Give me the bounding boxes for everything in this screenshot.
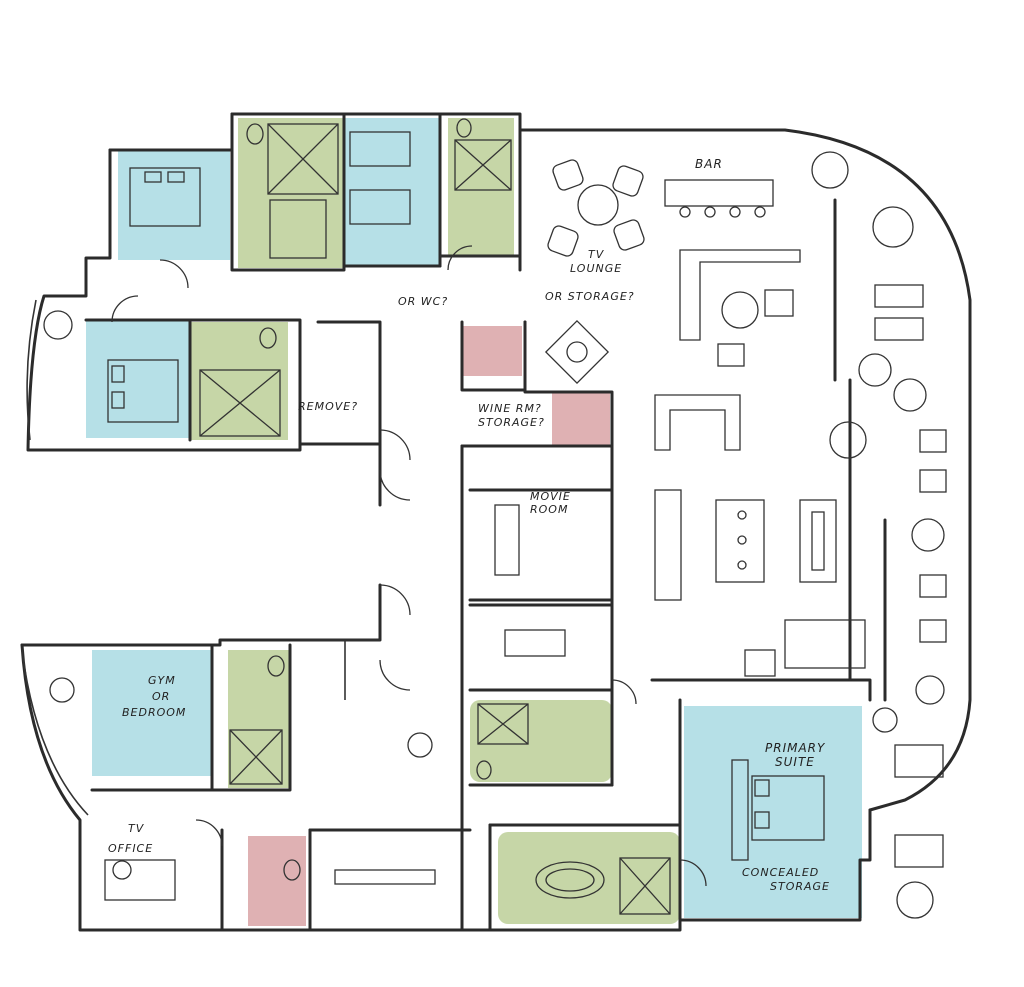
label-movie-room-line1: MOVIE xyxy=(530,490,571,503)
room-labels: BAR TV LOUNGE OR WC? OR STORAGE? REMOVE?… xyxy=(108,157,830,893)
living-sofa xyxy=(784,619,866,669)
label-or-wc: OR WC? xyxy=(398,295,448,308)
bath-gym-fill xyxy=(228,650,290,788)
label-wine-room-line2: STORAGE? xyxy=(478,416,545,429)
dining-table xyxy=(799,499,837,583)
gym-equipment xyxy=(407,732,433,758)
living-furniture xyxy=(104,159,947,901)
door-swings xyxy=(111,245,707,887)
label-or-storage: OR STORAGE? xyxy=(545,290,635,303)
bed-left xyxy=(107,359,179,423)
label-concealed-storage-line1: CONCEALED xyxy=(742,866,819,879)
bath-primary-fill xyxy=(498,832,680,924)
interior-walls xyxy=(84,112,887,932)
utility-wine-fill xyxy=(552,392,610,446)
label-remove: REMOVE? xyxy=(298,400,358,413)
kitchen-island xyxy=(715,499,765,583)
breakfast-table xyxy=(829,421,867,459)
beds xyxy=(107,131,825,861)
label-concealed-storage-line2: STORAGE xyxy=(770,880,830,893)
plant-icon xyxy=(872,707,898,733)
bed-primary xyxy=(751,775,825,841)
plants xyxy=(43,151,945,919)
soaking-tub xyxy=(535,861,605,899)
plant-icon xyxy=(915,675,945,705)
label-office: OFFICE xyxy=(108,842,153,855)
label-tv-office: TV xyxy=(128,822,145,835)
label-primary-suite-line1: PRIMARY xyxy=(765,741,826,755)
label-wine-room-line1: WINE RM? xyxy=(478,402,542,415)
room-color-washes xyxy=(86,118,862,926)
label-bar: BAR xyxy=(695,157,723,171)
label-gym-line3: BEDROOM xyxy=(122,706,186,719)
label-tv-lounge-line1: TV xyxy=(588,248,605,261)
plant-icon xyxy=(43,310,73,340)
exterior-walls xyxy=(20,112,972,932)
bath-center-fill xyxy=(470,700,612,782)
bed-top-left xyxy=(129,167,201,227)
primary-suite-fill xyxy=(684,706,862,918)
label-movie-room-line2: ROOM xyxy=(530,503,568,516)
family-sofa xyxy=(654,394,741,451)
bunk-bed-upper xyxy=(349,131,411,167)
bunk-room-fill xyxy=(344,118,440,266)
label-gym-line1: GYM xyxy=(148,674,176,687)
utility-bottom-fill xyxy=(248,836,306,926)
bath-left-fill xyxy=(190,322,288,440)
plant-icon xyxy=(49,677,75,703)
bath-fixtures xyxy=(199,118,671,915)
plant-icon xyxy=(893,378,927,412)
plant-icon xyxy=(858,353,892,387)
bedroom-top-left-fill xyxy=(118,150,230,260)
label-primary-suite-line2: SUITE xyxy=(775,755,815,769)
lounge-round-table xyxy=(577,184,619,226)
label-gym-line2: OR xyxy=(152,690,170,703)
lounge-sofa xyxy=(679,249,801,341)
utility-wc-fill xyxy=(462,326,522,376)
bunk-bed-lower xyxy=(349,189,411,225)
bedroom-left-fill xyxy=(86,320,190,438)
plant-icon xyxy=(911,518,945,552)
bar-counter xyxy=(664,179,774,207)
bath-top-fill xyxy=(238,118,344,268)
plant-icon xyxy=(811,151,849,189)
office-desk xyxy=(104,859,176,901)
label-tv-lounge-line2: LOUNGE xyxy=(570,262,622,275)
plant-icon xyxy=(896,881,934,919)
gym-fill xyxy=(92,650,212,776)
